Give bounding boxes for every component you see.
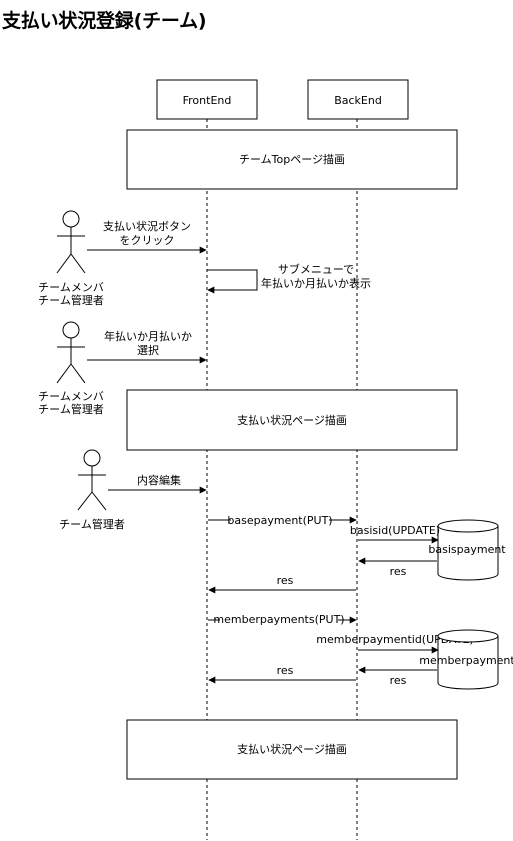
note-box-top-render: チームTopページ描画 [126,129,458,190]
database-memberpayment-label: memberpayment [419,654,513,667]
database-basispayment: basispayment [428,519,506,581]
message-submenu-arrow [207,269,258,294]
message-basisid-label: basisid(UPDATE) [350,524,440,537]
message-res4-label: res [277,664,294,677]
note-top-render-label: チームTopページ描画 [239,152,345,166]
message-memberpayments-label: memberpayments(PUT) [213,613,344,626]
message-click-line1: 支払い状況ボタン [103,219,191,233]
note-payment-render-1-label: 支払い状況ページ描画 [237,413,347,427]
database-memberpayment: memberpayment [419,629,513,690]
actor-1-label-line2: チーム管理者 [38,293,104,307]
actor-1-label-line1: チームメンバ [38,281,104,294]
participant-frontend[interactable]: FrontEnd [156,79,258,120]
message-basepayment-label: basepayment(PUT) [227,514,332,527]
message-memberpaymentid-label: memberpaymentid(UPDATE) [316,633,473,646]
message-select-line1: 年払いか月払いか [104,329,192,343]
message-click-line2: をクリック [120,234,175,247]
message-res2-label: res [277,574,294,587]
message-edit-label: 内容編集 [137,473,181,487]
participant-frontend-label: FrontEnd [183,94,232,107]
note-box-payment-render-2: 支払い状況ページ描画 [126,719,458,780]
participant-backend[interactable]: BackEnd [307,79,409,120]
note-payment-render-2-label: 支払い状況ページ描画 [237,742,347,756]
message-res1-label: res [390,565,407,578]
actor-team-member-1: チームメンバ チーム管理者 [38,210,104,307]
actor-team-admin: チーム管理者 [59,449,125,531]
message-submenu-line1: サブメニューで [278,262,354,276]
message-select-line2: 選択 [137,343,159,357]
actor-team-member-2: チームメンバ チーム管理者 [38,321,104,416]
database-basispayment-label: basispayment [428,543,506,556]
message-submenu-line2: 年払いか月払いか表示 [261,276,371,290]
page-title: 支払い状況登録(チーム) [2,10,207,32]
note-box-payment-render-1: 支払い状況ページ描画 [126,389,458,451]
actor-2-label-line1: チームメンバ [38,390,104,403]
message-res3-label: res [390,674,407,687]
actor-2-label-line2: チーム管理者 [38,402,104,416]
actor-3-label: チーム管理者 [59,517,125,531]
participant-backend-label: BackEnd [334,94,382,107]
